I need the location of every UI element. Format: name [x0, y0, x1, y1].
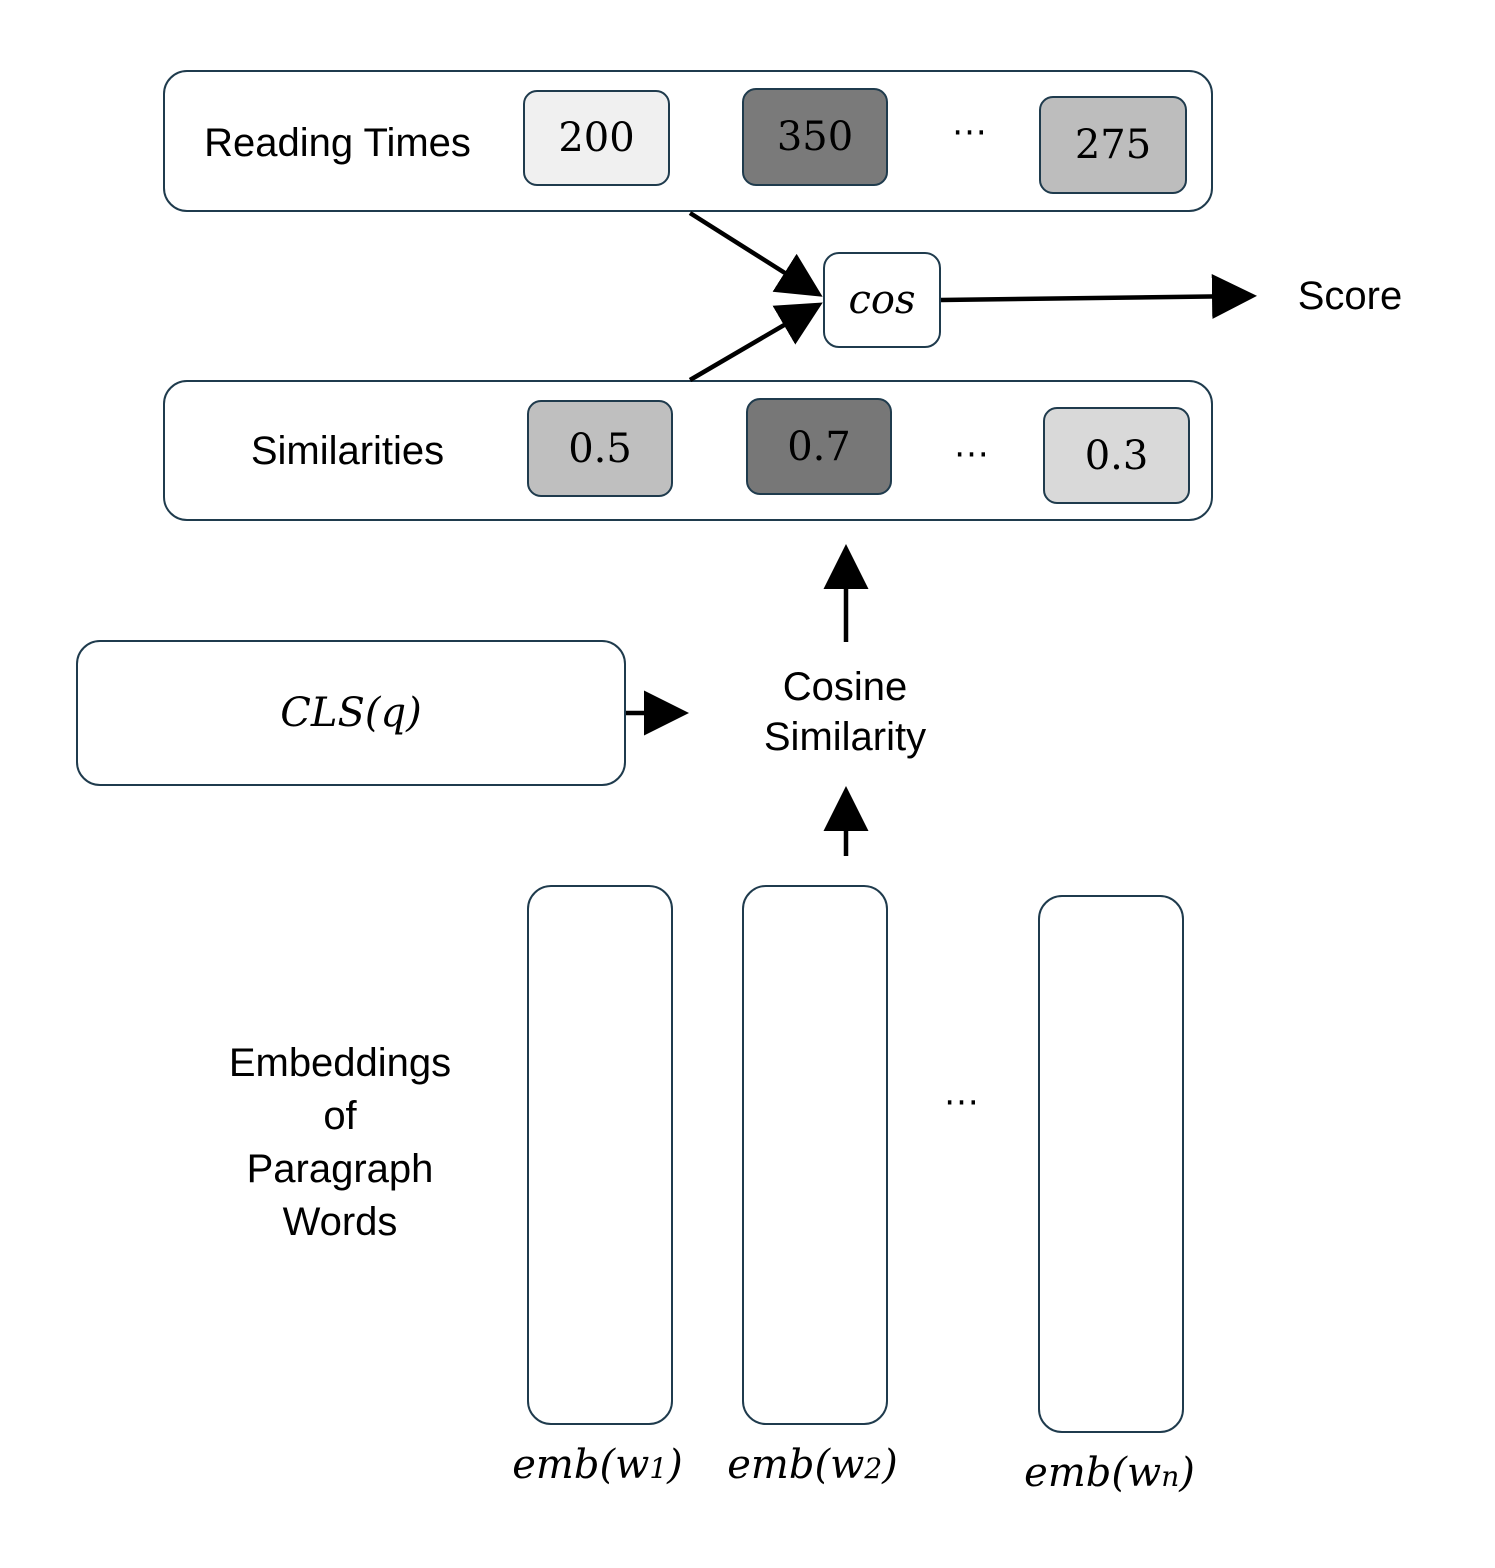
embeddings-label-line-3: Paragraph — [246, 1146, 434, 1191]
embedding-label-3-sub: n — [1161, 1460, 1180, 1493]
embedding-label-1-sub: 1 — [649, 1452, 668, 1485]
cosine-similarity-line-1: Cosine — [782, 665, 908, 709]
embedding-column-2 — [742, 885, 888, 1425]
embedding-label-3-suffix: ) — [1179, 1450, 1195, 1496]
cosine-similarity-line-2: Similarity — [763, 715, 927, 759]
reading-times-label: Reading Times — [204, 120, 471, 165]
reading-time-cell-2: 350 — [742, 88, 888, 186]
embedding-label-1-suffix: ) — [667, 1442, 683, 1488]
embeddings-label: Embeddings of Paragraph Words — [190, 1035, 490, 1250]
embedding-label-2-prefix: emb(w — [727, 1442, 865, 1488]
score-label: Score — [1297, 273, 1403, 318]
embeddings-label-line-2: of — [323, 1093, 357, 1138]
reading-time-cell-1: 200 — [523, 90, 670, 186]
reading-times-to-cos-arrow — [688, 211, 823, 297]
similarity-cell-1: 0.5 — [527, 400, 673, 497]
embedding-label-1-prefix: emb(w — [512, 1442, 650, 1488]
embeddings-label-line-1: Embeddings — [228, 1040, 452, 1085]
embedding-label-2-sub: 2 — [864, 1452, 883, 1485]
reading-times-ellipsis: ··· — [952, 113, 988, 153]
reading-time-cell-3: 275 — [1039, 96, 1187, 194]
similarity-cell-2: 0.7 — [746, 398, 892, 495]
embedding-column-3 — [1038, 895, 1184, 1433]
similarities-label: Similarities — [250, 428, 445, 473]
similarities-panel — [163, 380, 1213, 521]
embedding-column-1 — [527, 885, 673, 1425]
similarities-to-cos-arrow — [688, 302, 823, 382]
cos-node: cos — [823, 252, 941, 348]
similarity-cell-3: 0.3 — [1043, 407, 1190, 504]
embeddings-label-line-4: Words — [282, 1199, 398, 1244]
cls-query-box: CLS(q) — [76, 640, 626, 786]
similarities-ellipsis: ··· — [954, 435, 990, 475]
reading-times-panel — [163, 70, 1213, 212]
embedding-label-2-suffix: ) — [882, 1442, 898, 1488]
embeddings-ellipsis: ··· — [944, 1083, 980, 1123]
embedding-label-3-prefix: emb(w — [1024, 1450, 1162, 1496]
cos-to-score-arrow — [940, 273, 1257, 319]
cosine-similarity-label: Cosine Similarity — [720, 660, 970, 764]
